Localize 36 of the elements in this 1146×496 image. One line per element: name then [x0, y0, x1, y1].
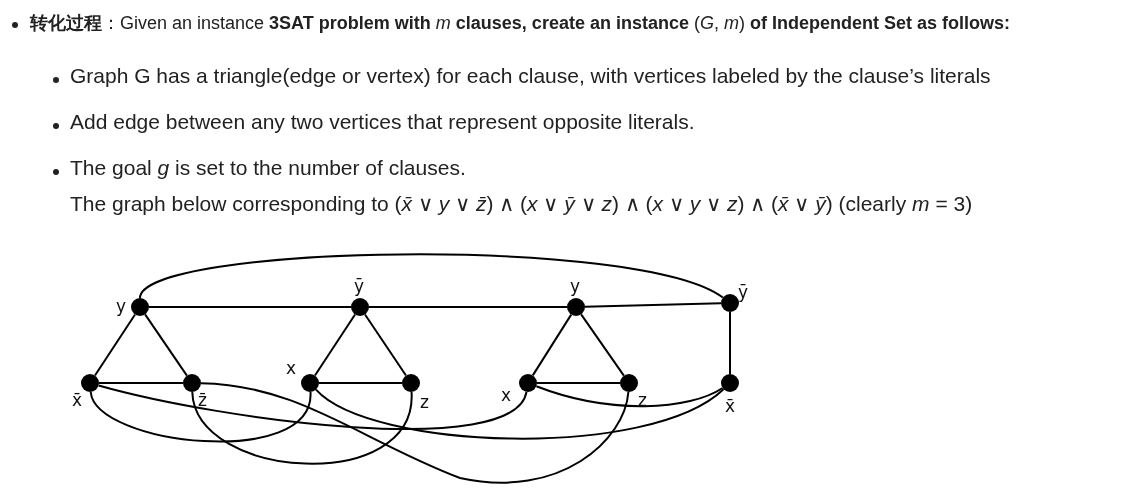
graph-edge [139, 253, 724, 299]
graph-edge [531, 313, 573, 377]
graph-edge [729, 311, 731, 375]
vertex-label: z [638, 391, 647, 409]
heading-text: 转化过程：Given an instance 3SAT problem with m clauses, create an instance (G, m) of Independent Set as follows: [30, 12, 1010, 35]
bullet-text: Graph G has a triangle(edge or vertex) for each clause, with vertices labeled by the clause’s literals [70, 64, 991, 88]
bullet-text: The goal g is set to the number of clauses. [70, 156, 466, 180]
graph-edge [148, 306, 352, 308]
bullet-text: The graph below corresponding to (x̄ ∨ y ∨ z̄) ∧ (x ∨ ȳ ∨ z) ∧ (x ∨ y ∨ z) ∧ (x̄ ∨ ȳ) (clearly m = 3) [70, 192, 973, 216]
vertex-label: y [116, 297, 127, 315]
graph-edge [536, 382, 621, 384]
bullet-text: Add edge between any two vertices that represent opposite literals. [70, 110, 695, 134]
graph-edge [368, 306, 568, 308]
graph-edge [98, 382, 184, 384]
graph-edge [313, 313, 357, 377]
graph-edge [580, 313, 625, 377]
vertex-label: y [570, 277, 581, 295]
graph-edge [97, 384, 528, 430]
graph-edge [535, 385, 724, 408]
vertex-label: x̄ [72, 391, 83, 409]
graph-edge [191, 391, 413, 465]
graph-edge [200, 382, 630, 484]
graph-edge [318, 382, 403, 384]
vertex-label: x̄ [725, 397, 736, 415]
vertex-label: z̄ [198, 391, 207, 409]
vertex-label: z [420, 393, 429, 411]
vertex-label: ȳ [354, 277, 365, 295]
graph-edge [89, 390, 312, 443]
graph-edge [584, 302, 722, 308]
vertex-label: x [286, 359, 297, 377]
graph-edge [364, 313, 407, 377]
graph-edge [144, 313, 188, 377]
vertex-label: ȳ [738, 283, 749, 301]
graph-edge [93, 313, 137, 377]
graph-edge [315, 388, 725, 440]
vertex-label: x [501, 386, 512, 404]
